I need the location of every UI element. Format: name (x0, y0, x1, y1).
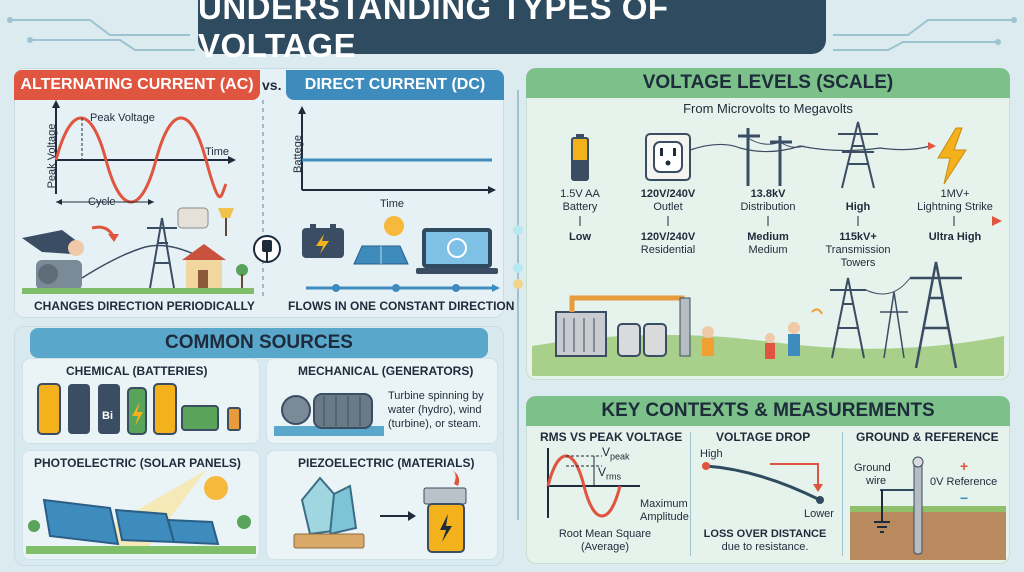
level-0-top2: Battery (562, 201, 598, 213)
dc-time-label: Time (380, 198, 405, 210)
ac-sine-graph (52, 100, 236, 205)
level-4-top1: 1MV+ (940, 188, 970, 200)
ac-illustration (22, 207, 254, 294)
drop-caption: LOSS OVER DISTANCE (703, 528, 827, 540)
level-1-level: 120V/240V (640, 231, 696, 243)
power-plant-scene (532, 261, 1004, 376)
plug-icon (253, 235, 281, 263)
plus-sign: + (960, 458, 969, 474)
vrms-main: V (598, 465, 607, 479)
generator-icon (274, 393, 384, 436)
max-amplitude-2: Amplitude (640, 511, 689, 523)
battery-bi-label: Bi (102, 410, 113, 422)
mechanical-desc-2: water (hydro), wind (388, 404, 482, 416)
level-0-level: Low (569, 231, 591, 243)
voltage-drop-graph (702, 462, 824, 504)
circuit-trace-right (833, 17, 1017, 51)
dc-line-graph (298, 106, 496, 194)
levels-wire (689, 142, 936, 153)
level-3-top1: High (845, 201, 871, 213)
vpeak-label: Vpeak (602, 445, 630, 461)
circuit-trace-left (7, 17, 195, 51)
vrms-label: Vrms (598, 465, 621, 481)
levels-header: VOLTAGE LEVELS (SCALE) (526, 68, 1010, 98)
transmission-tower-icon (838, 121, 878, 189)
mechanical-desc-1: Turbine spinning by (388, 390, 484, 402)
drop-high-label: High (700, 448, 723, 460)
ground-title: GROUND & REFERENCE (856, 430, 999, 444)
ground-wire-1: Ground (854, 462, 891, 474)
ac-dc-panel (14, 68, 504, 318)
crystal-lighter-icon (293, 470, 467, 553)
level-3-sub2: Towers (840, 257, 876, 269)
ground-wire-2: wire (866, 475, 887, 487)
ac-peak-label: Peak Voltage (90, 112, 155, 124)
level-0-top1: 1.5V AA (560, 188, 600, 200)
photoelectric-title: PHOTOELECTRIC (SOLAR PANELS) (34, 456, 241, 470)
contexts-divider-2 (842, 432, 843, 556)
dc-header: DIRECT CURRENT (DC) (286, 70, 504, 100)
level-3-level: 115kV+ (839, 231, 877, 243)
battery-group-icon (37, 383, 241, 435)
piezoelectric-title: PIEZOELECTRIC (MATERIALS) (298, 456, 475, 470)
ac-dc-divider (262, 100, 264, 300)
drop-sub: due to resistance. (721, 541, 809, 553)
level-2-sub1: Medium (748, 244, 788, 256)
ac-yaxis-label: Peak Voltage (46, 123, 58, 189)
ground-reference-label: 0V Reference (930, 476, 998, 488)
level-3-sub1: Transmission (825, 244, 891, 256)
level-1-top1: 120V/240V (640, 188, 696, 200)
page-title: UNDERSTANDING TYPES OF VOLTAGE (198, 0, 826, 64)
drop-title: VOLTAGE DROP (716, 430, 811, 444)
levels-subtitle: From Microvolts to Megavolts (683, 101, 853, 116)
contexts-divider-1 (690, 432, 691, 556)
vpeak-main: V (602, 445, 611, 459)
battery-aa-icon (571, 134, 589, 181)
outlet-icon (645, 133, 691, 181)
chemical-title: CHEMICAL (BATTERIES) (66, 364, 208, 378)
rms-title: RMS VS PEAK VOLTAGE (540, 430, 683, 444)
mechanical-title: MECHANICAL (GENERATORS) (298, 364, 474, 378)
lightning-icon (937, 127, 967, 185)
ac-caption: CHANGES DIRECTION PERIODICALLY (34, 299, 255, 313)
rms-caption-2: (Average) (580, 541, 630, 553)
vpeak-sub: peak (610, 451, 630, 462)
dc-yaxis-label: Battege (292, 135, 304, 173)
level-1-sub1: Residential (640, 244, 696, 256)
rms-sine-graph (546, 448, 640, 518)
dc-illustration (302, 216, 500, 292)
ac-cycle-label: Cycle (88, 196, 116, 208)
rms-caption-1: Root Mean Square (558, 528, 652, 540)
vrms-sub: rms (606, 471, 622, 482)
level-1-top2: Outlet (653, 201, 683, 213)
level-2-top1: 13.8kV (750, 188, 786, 200)
ac-header: ALTERNATING CURRENT (AC) (14, 70, 260, 100)
ground-rod-graphic (850, 456, 1006, 560)
vs-label: vs. (262, 77, 282, 93)
sources-header: COMMON SOURCES (30, 328, 488, 358)
panel-connector (513, 90, 523, 520)
level-4-level: Ultra High (928, 231, 982, 243)
level-2-top2: Distribution (740, 201, 796, 213)
solar-panels-icon (26, 470, 256, 554)
mechanical-desc-3: (turbine), or steam. (388, 418, 481, 430)
drop-lower-label: Lower (804, 508, 834, 520)
dc-caption: FLOWS IN ONE CONSTANT DIRECTION (288, 299, 515, 313)
voltage-scale-arrow (540, 216, 1002, 226)
level-4-top2: Lightning Strike (917, 201, 993, 213)
ac-time-label: Time (205, 146, 230, 158)
minus-sign: − (960, 490, 969, 506)
level-2-level: Medium (747, 231, 789, 243)
contexts-header: KEY CONTEXTS & MEASUREMENTS (526, 396, 1010, 426)
max-amplitude-1: Maximum (640, 498, 688, 510)
